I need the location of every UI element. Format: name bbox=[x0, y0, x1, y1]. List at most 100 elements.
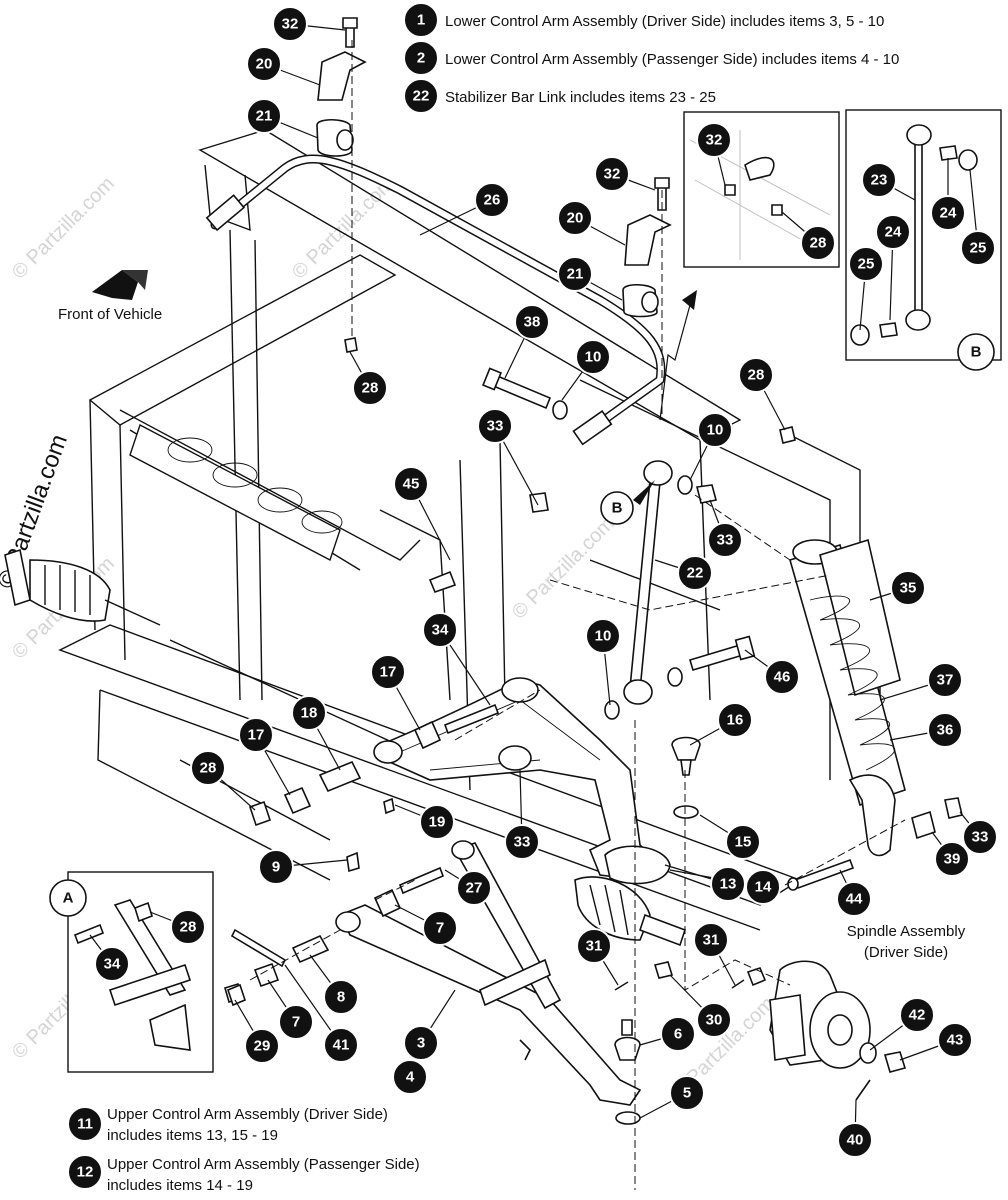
callout-21: 21 bbox=[246, 98, 282, 134]
callout-number: 32 bbox=[604, 166, 621, 183]
callout-44: 44 bbox=[836, 881, 872, 917]
callout-circle bbox=[745, 869, 781, 905]
shock-absorber bbox=[789, 538, 906, 857]
stabilizer-link bbox=[604, 460, 717, 720]
callout-circle bbox=[246, 46, 282, 82]
legend-bottom: 11 Upper Control Arm Assembly (Driver Si… bbox=[67, 1106, 420, 1194]
callout-number: 28 bbox=[180, 919, 197, 936]
callout-circle bbox=[660, 1016, 696, 1052]
callout-circle bbox=[960, 230, 996, 266]
ball-joint-lower bbox=[614, 1019, 641, 1125]
callout-number: 21 bbox=[256, 108, 273, 125]
callout-number: 22 bbox=[687, 565, 704, 582]
watermark-4: © Partzilla.com bbox=[508, 513, 619, 624]
callout-10: 10 bbox=[575, 339, 611, 375]
inset-a-box bbox=[67, 871, 214, 1073]
callout-number: 21 bbox=[567, 266, 584, 283]
callout-circle bbox=[246, 98, 282, 134]
legend-num-1: 1 bbox=[417, 12, 425, 29]
callout-number: 27 bbox=[466, 880, 483, 897]
callout-43: 43 bbox=[937, 1022, 973, 1058]
callout-number: 20 bbox=[256, 56, 273, 73]
ref-letter-b: B bbox=[612, 500, 623, 517]
callout-number: 6 bbox=[674, 1026, 682, 1043]
legend-num-12: 12 bbox=[77, 1164, 94, 1181]
callout-10: 10 bbox=[697, 412, 733, 448]
callout-circle bbox=[278, 1004, 314, 1040]
callout-circle bbox=[693, 922, 729, 958]
callout-number: 15 bbox=[735, 834, 752, 851]
cotter-pins bbox=[614, 979, 745, 991]
callout-number: 24 bbox=[940, 205, 957, 222]
callout-circle bbox=[477, 408, 513, 444]
callout-number: 13 bbox=[720, 876, 737, 893]
callout-circle bbox=[764, 659, 800, 695]
callout-number: 19 bbox=[429, 814, 446, 831]
callout-33: 33 bbox=[962, 819, 998, 855]
callout-circle bbox=[474, 182, 510, 218]
callout-circle bbox=[238, 717, 274, 753]
callout-number: 29 bbox=[254, 1038, 271, 1055]
callout-24: 24 bbox=[930, 195, 966, 231]
callout-circle bbox=[861, 162, 897, 198]
callout-circle bbox=[422, 910, 458, 946]
callout-8: 8 bbox=[323, 979, 359, 1015]
callout-36: 36 bbox=[927, 712, 963, 748]
spindle-label-line2: (Driver Side) bbox=[864, 944, 948, 961]
legend-item-1: 1 Lower Control Arm Assembly (Driver Sid… bbox=[403, 2, 884, 38]
callout-13: 13 bbox=[710, 866, 746, 902]
callout-circle bbox=[717, 702, 753, 738]
callout-30: 30 bbox=[696, 1002, 732, 1038]
callout-circle bbox=[710, 866, 746, 902]
callout-number: 9 bbox=[272, 859, 280, 876]
callout-28: 28 bbox=[738, 357, 774, 393]
callout-number: 38 bbox=[524, 314, 541, 331]
legend-text-11-line1: Upper Control Arm Assembly (Driver Side) bbox=[107, 1106, 388, 1123]
drive-axle-left bbox=[4, 548, 161, 626]
callout-34: 34 bbox=[94, 946, 130, 982]
callout-33: 33 bbox=[707, 522, 743, 558]
callout-number: 43 bbox=[947, 1032, 964, 1049]
callout-number: 34 bbox=[432, 622, 449, 639]
callout-number: 10 bbox=[595, 628, 612, 645]
callout-number: 35 bbox=[900, 580, 917, 597]
callout-35: 35 bbox=[890, 570, 926, 606]
callout-20: 20 bbox=[557, 200, 593, 236]
callout-circle bbox=[937, 1022, 973, 1058]
callout-32: 32 bbox=[272, 6, 308, 42]
callout-circle bbox=[392, 1059, 428, 1095]
callout-6: 6 bbox=[660, 1016, 696, 1052]
callout-number: 28 bbox=[748, 367, 765, 384]
bolt-38-assembly bbox=[482, 367, 568, 420]
callout-number: 10 bbox=[585, 349, 602, 366]
callout-14: 14 bbox=[745, 869, 781, 905]
callout-circle bbox=[258, 849, 294, 885]
callout-number: 37 bbox=[937, 672, 954, 689]
callout-circle bbox=[422, 612, 458, 648]
callout-31: 31 bbox=[693, 922, 729, 958]
legend-text-22: Stabilizer Bar Link includes items 23 - … bbox=[445, 89, 716, 106]
callout-28: 28 bbox=[352, 370, 388, 406]
callout-37: 37 bbox=[927, 662, 963, 698]
ref-letter-b-inset: B bbox=[971, 344, 982, 361]
callout-32: 32 bbox=[594, 156, 630, 192]
callout-circle bbox=[890, 570, 926, 606]
callout-number: 17 bbox=[248, 727, 265, 744]
stabilizer-bracket-right bbox=[622, 177, 672, 318]
callout-15: 15 bbox=[725, 824, 761, 860]
callout-number: 45 bbox=[403, 476, 420, 493]
callout-number: 42 bbox=[909, 1007, 926, 1024]
callout-circle bbox=[352, 370, 388, 406]
upper-arm-bushings bbox=[248, 492, 549, 827]
callout-34: 34 bbox=[422, 612, 458, 648]
callout-number: 17 bbox=[380, 664, 397, 681]
callout-circle bbox=[927, 712, 963, 748]
callout-number: 28 bbox=[200, 760, 217, 777]
callout-24: 24 bbox=[875, 214, 911, 250]
ball-joint-upper bbox=[671, 736, 701, 819]
callout-circle bbox=[190, 750, 226, 786]
callout-27: 27 bbox=[456, 870, 492, 906]
misc-small-parts bbox=[227, 337, 796, 1007]
callout-circle bbox=[585, 618, 621, 654]
